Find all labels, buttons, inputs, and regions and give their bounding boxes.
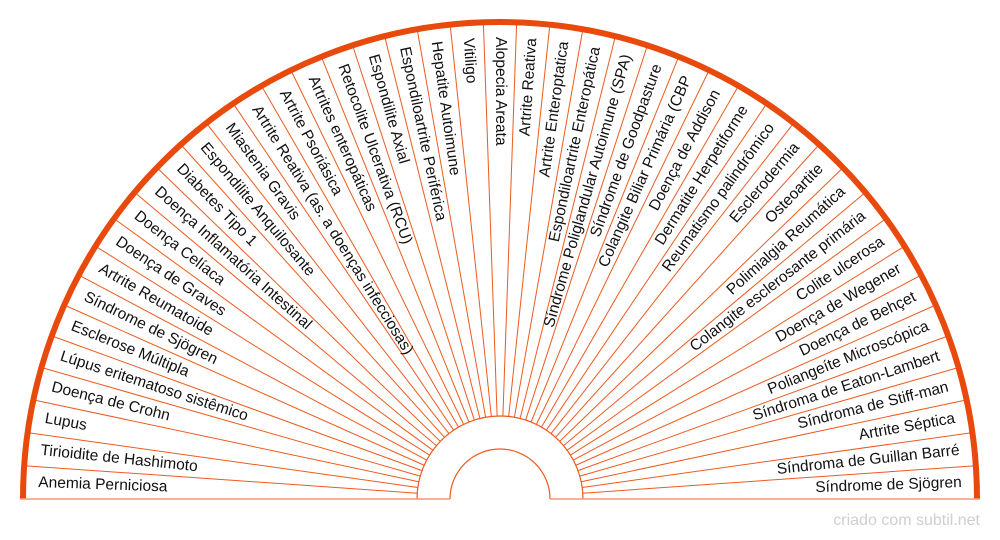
spoke-line [290, 70, 465, 425]
spoke-line [352, 45, 475, 421]
spoke-line [95, 245, 430, 456]
segment-label: Vitiligo [460, 38, 480, 84]
spoke-line [384, 36, 481, 419]
spoke-line [559, 167, 844, 442]
spoke-line [320, 56, 470, 423]
spoke-line [33, 399, 419, 483]
spoke-line [64, 304, 425, 466]
spoke-line [582, 465, 976, 494]
spoke-line [156, 167, 441, 442]
spoke-line [51, 335, 423, 472]
footer-credit: criado com subtil.net [833, 512, 980, 529]
spoke-line [579, 367, 959, 477]
segment-label: Alopecia Areata [492, 37, 509, 146]
segment-label: Anemia Perniciosa [38, 474, 168, 496]
spoke-line [577, 335, 949, 472]
spoke-line [555, 144, 820, 438]
spoke-line [502, 22, 518, 417]
spoke-line [24, 465, 418, 494]
segment-label: Artrite Reativa [516, 37, 540, 137]
outer-arc [20, 19, 980, 500]
spoke-line [535, 70, 710, 425]
inner-arc [416, 415, 584, 500]
spoke-line [113, 218, 434, 451]
spoke-line [575, 304, 936, 466]
spoke-line [530, 56, 680, 423]
spoke-line [508, 24, 551, 417]
spoke-line [41, 367, 421, 477]
spoke-line [570, 245, 905, 456]
hub-arc [449, 448, 551, 500]
spoke-line [581, 399, 967, 483]
spoke-line [519, 36, 616, 419]
spoke-line [482, 22, 498, 417]
spoke-line [205, 122, 450, 434]
spoke-line [563, 192, 866, 447]
segment-label: Tirioidite de Hashimoto [40, 442, 199, 475]
spoke-line [525, 45, 648, 421]
spoke-line [566, 218, 887, 451]
segment-label: Artrite Séptica [858, 410, 957, 444]
spoke-line [513, 29, 584, 418]
spoke-line [582, 432, 973, 488]
spoke-line [416, 29, 487, 418]
spoke-line [261, 85, 459, 428]
segment-label: Lupus [44, 410, 89, 434]
spoke-line [134, 192, 437, 447]
spoke-line [180, 144, 445, 438]
spoke-line [449, 24, 492, 417]
spoke-line [550, 122, 795, 434]
spoke-line [27, 432, 418, 488]
spokes [24, 22, 976, 494]
spoke-line [545, 103, 768, 431]
spoke-line [541, 85, 739, 428]
spoke-line [78, 274, 427, 461]
segment-label: Síndrome de Sjögren [815, 474, 962, 496]
spoke-line [573, 274, 922, 461]
spoke-line [232, 103, 455, 431]
